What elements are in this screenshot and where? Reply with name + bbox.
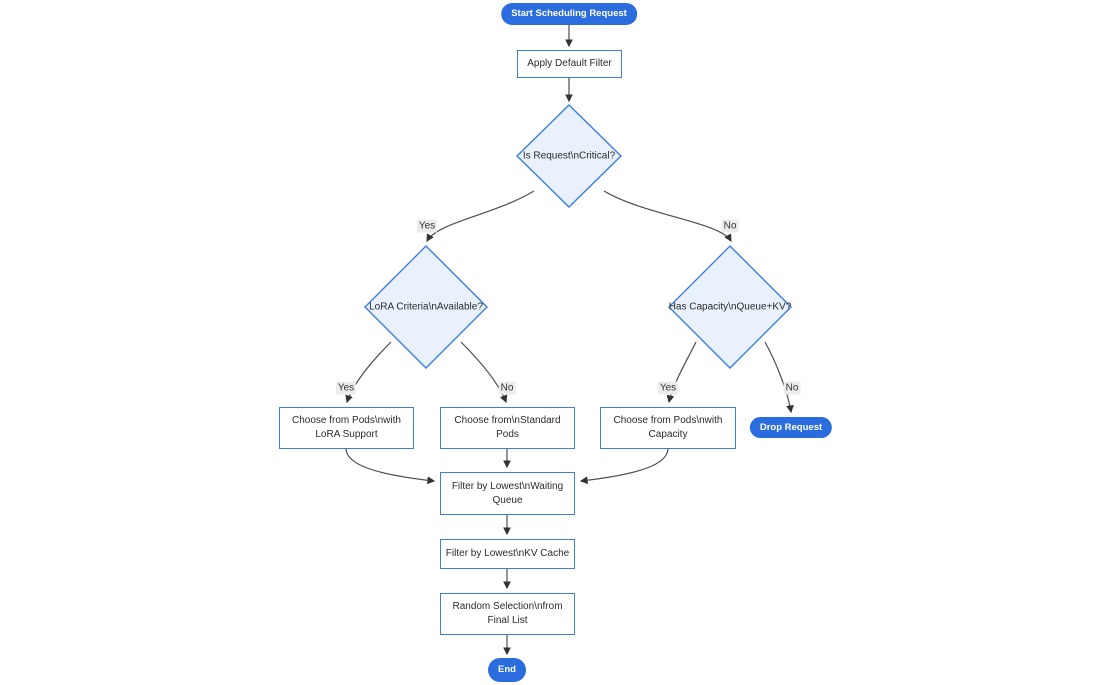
node-drop-request: Drop Request [749, 417, 833, 438]
node-label: Start Scheduling Request [511, 8, 627, 20]
node-has-capacity-label: Has Capacity\nQueue+KV? [668, 301, 792, 313]
edge-label-lora-no: No [498, 381, 516, 395]
node-is-critical-label: Is Request\nCritical? [522, 150, 616, 162]
edge-label-capacity-yes: Yes [657, 381, 679, 395]
node-label-line: Choose from Pods\nwith [292, 415, 401, 426]
edge-capacity-yes-to-choose-pods-capacity [666, 341, 697, 404]
node-choose-standard-pods: Choose from\nStandard Pods [440, 407, 575, 449]
node-start-scheduling-request: Start Scheduling Request [501, 3, 637, 25]
node-choose-pods-lora: Choose from Pods\nwith LoRA Support [279, 407, 414, 449]
node-random-selection: Random Selection\nfrom Final List [440, 593, 575, 635]
node-label-line: LoRA Support [315, 429, 378, 440]
decision-lora-criteria-shape [364, 245, 488, 369]
edge-choose-pods-capacity-to-filter-waiting [579, 448, 669, 485]
node-label-line: Choose from\nStandard [454, 415, 561, 426]
node-apply-default-filter: Apply Default Filter [517, 50, 622, 78]
node-label-line: Filter by Lowest\nWaiting [451, 480, 564, 492]
node-label-line: Random Selection\nfrom [452, 601, 563, 612]
node-label: End [498, 664, 516, 676]
node-filter-waiting-queue: Filter by Lowest\nWaiting Queue [440, 472, 575, 515]
edge-choose-pods-lora-to-filter-waiting [345, 448, 436, 485]
edge-capacity-no-to-drop-request [764, 341, 794, 414]
node-label-line: Pods [496, 429, 519, 440]
node-lora-criteria-label: LoRA Criteria\nAvailable? [369, 301, 483, 313]
node-label-line: Final List [487, 615, 528, 626]
edge-label-lora-yes: Yes [335, 381, 357, 395]
edge-lora-no-to-choose-standard [460, 341, 508, 404]
node-label-line: Queue [492, 494, 523, 506]
edge-is-critical-yes-to-lora [426, 190, 535, 243]
decision-is-critical-shape [516, 104, 622, 208]
edge-label-critical-yes: Yes [416, 219, 438, 233]
edge-lora-yes-to-choose-pods-lora [345, 341, 392, 404]
edge-label-critical-no: No [721, 219, 739, 233]
edge-is-critical-no-to-capacity [603, 190, 732, 243]
edge-label-capacity-no: No [783, 381, 801, 395]
node-choose-pods-capacity: Choose from Pods\nwith Capacity [600, 407, 736, 449]
node-label-line: Capacity [648, 429, 688, 440]
node-label-line: Choose from Pods\nwith [613, 415, 723, 426]
node-filter-kv-cache: Filter by Lowest\nKV Cache [440, 539, 575, 569]
decision-has-capacity-shape [668, 245, 792, 369]
node-label: Apply Default Filter [527, 58, 612, 69]
node-label: Drop Request [759, 421, 823, 433]
node-end: End [488, 658, 526, 682]
node-label: Filter by Lowest\nKV Cache [445, 548, 570, 559]
